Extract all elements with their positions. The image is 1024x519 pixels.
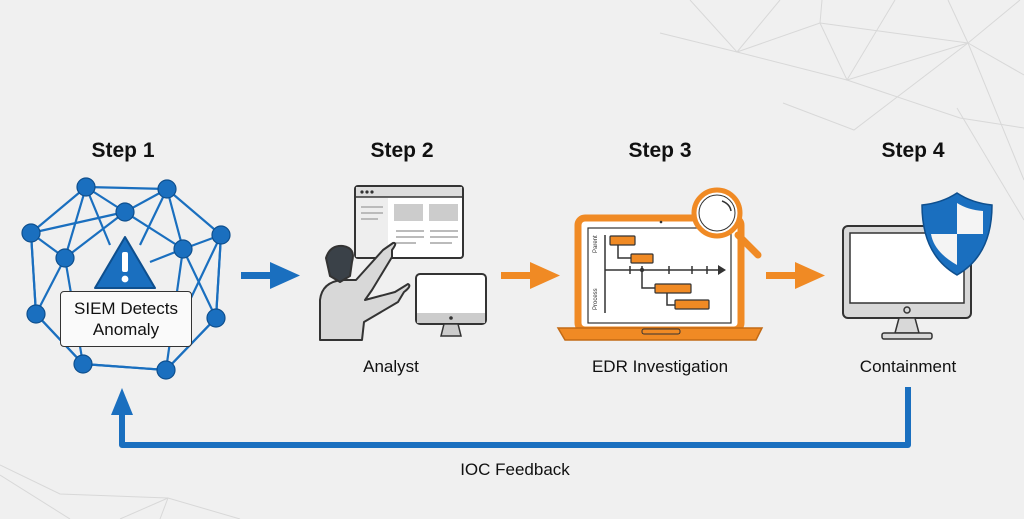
shield-icon: [921, 192, 993, 276]
step-3-label: Step 3: [628, 139, 692, 162]
browser-window-icon: [354, 185, 464, 259]
siem-detects-anomaly-label: SIEM Detects Anomaly: [60, 291, 192, 347]
step-3-caption: EDR Investigation: [591, 357, 729, 376]
process-axis-label: Process: [593, 288, 599, 310]
step-2-caption: Analyst: [363, 357, 419, 376]
desktop-monitor-icon: [415, 273, 487, 337]
arrow-1-to-2: [241, 262, 300, 289]
parent-axis-label: Parent: [593, 235, 599, 253]
step-1-label: Step 1: [91, 139, 155, 162]
arrow-2-to-3: [501, 262, 560, 289]
ioc-feedback-arrow: [119, 387, 911, 448]
step-4-caption: Containment: [859, 357, 957, 376]
warning-triangle-icon: [94, 236, 156, 289]
person-icon: [319, 241, 411, 341]
arrow-3-to-4: [766, 262, 825, 289]
step-2-label: Step 2: [370, 139, 434, 162]
step-4-label: Step 4: [881, 139, 945, 162]
ioc-feedback-label: IOC Feedback: [460, 460, 570, 479]
magnifier-icon: [691, 187, 762, 259]
